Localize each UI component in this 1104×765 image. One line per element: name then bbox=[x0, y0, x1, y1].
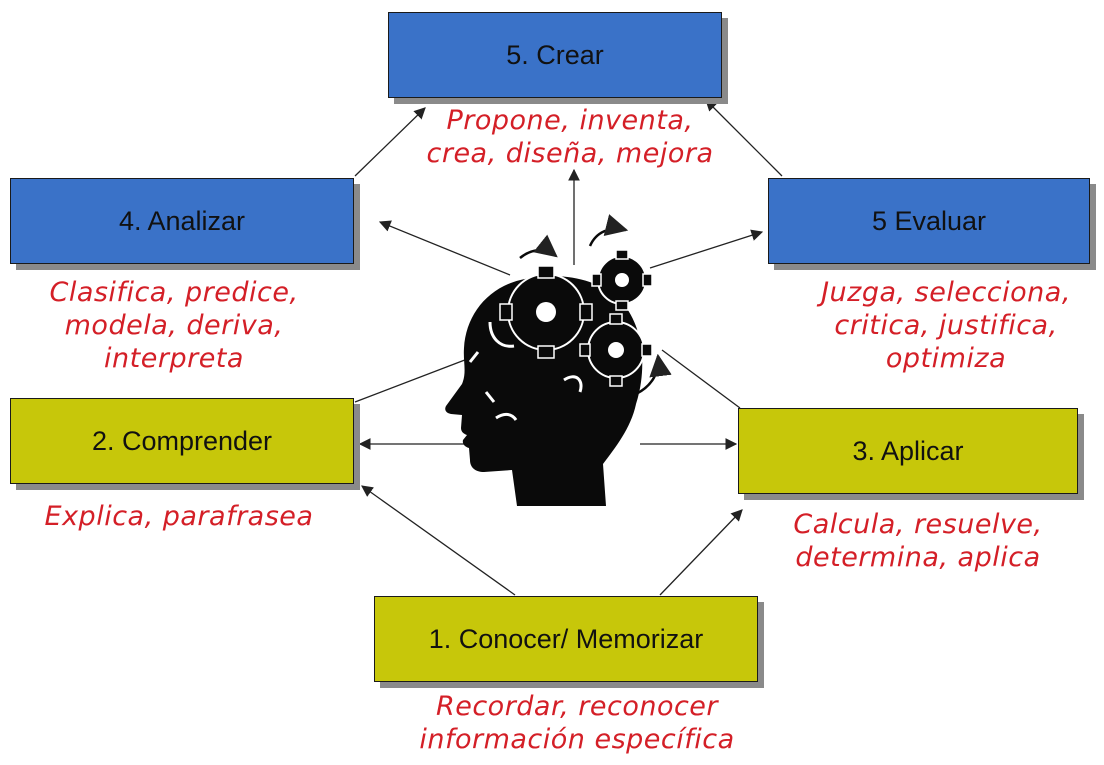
box-analizar-title: 4. Analizar bbox=[118, 205, 246, 236]
verbs-analizar-line: modela, deriva, bbox=[64, 310, 284, 341]
box-comprender: 2. Comprender bbox=[10, 398, 354, 484]
box-aplicar-title: 3. Aplicar bbox=[852, 435, 964, 466]
verbs-analizar: Clasifica, predice, modela, deriva, inte… bbox=[14, 276, 334, 375]
verbs-analizar-line: Clasifica, predice, bbox=[49, 277, 299, 308]
line-head-to-aplicar bbox=[661, 349, 741, 409]
verbs-aplicar-line: determina, aplica bbox=[795, 542, 1041, 573]
box-comprender-title: 2. Comprender bbox=[91, 425, 273, 456]
verbs-evaluar-line: Juzga, selecciona, bbox=[821, 277, 1071, 308]
arrow-head-to-analizar bbox=[378, 220, 511, 276]
arrow-analizar-to-crear bbox=[354, 107, 426, 177]
verbs-crear: Propone, inventa, crea, diseña, mejora bbox=[400, 104, 740, 170]
verbs-evaluar-line: critica, justifica, bbox=[834, 310, 1058, 341]
line-head-to-comprender bbox=[354, 357, 471, 403]
box-crear: 5. Crear bbox=[388, 12, 722, 98]
verbs-evaluar: Juzga, selecciona, critica, justifica, o… bbox=[790, 276, 1102, 375]
arrow-evaluar-to-crear bbox=[705, 99, 783, 177]
box-evaluar-title: 5 Evaluar bbox=[871, 205, 987, 236]
box-evaluar: 5 Evaluar bbox=[768, 178, 1090, 264]
verbs-conocer-line: información específica bbox=[419, 724, 735, 755]
verbs-crear-line: Propone, inventa, bbox=[446, 105, 694, 136]
box-conocer-title: 1. Conocer/ Memorizar bbox=[428, 623, 704, 654]
verbs-comprender-line: Explica, parafrasea bbox=[44, 501, 314, 532]
box-crear-title: 5. Crear bbox=[506, 39, 604, 70]
arrow-head-to-evaluar bbox=[649, 229, 764, 269]
verbs-comprender: Explica, parafrasea bbox=[14, 500, 344, 533]
box-conocer: 1. Conocer/ Memorizar bbox=[374, 596, 758, 682]
verbs-analizar-line: interpreta bbox=[104, 343, 244, 374]
box-aplicar: 3. Aplicar bbox=[738, 408, 1078, 494]
verbs-evaluar-line: optimiza bbox=[885, 343, 1007, 374]
verbs-conocer: Recordar, reconocer información específi… bbox=[392, 690, 762, 756]
verbs-conocer-line: Recordar, reconocer bbox=[435, 691, 719, 722]
arrow-conocer-to-aplicar bbox=[659, 509, 743, 596]
verbs-aplicar-line: Calcula, resuelve, bbox=[793, 509, 1043, 540]
verbs-crear-line: crea, diseña, mejora bbox=[426, 138, 714, 169]
box-analizar: 4. Analizar bbox=[10, 178, 354, 264]
arrow-conocer-to-comprender bbox=[361, 485, 516, 596]
head-with-gears-icon bbox=[445, 214, 672, 506]
verbs-aplicar: Calcula, resuelve, determina, aplica bbox=[758, 508, 1078, 574]
